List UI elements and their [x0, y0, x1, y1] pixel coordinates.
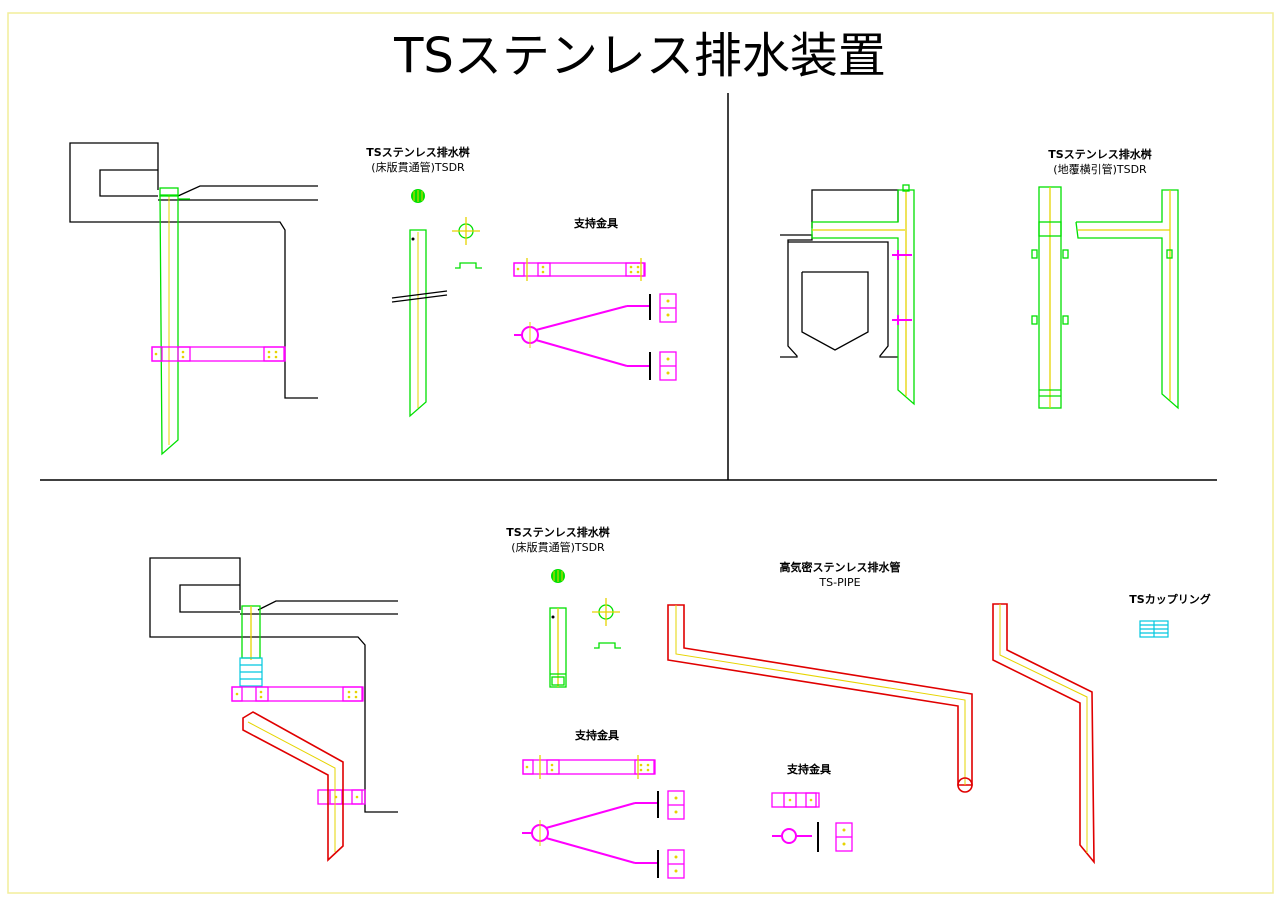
bracket-label-top-left: 支持金具: [573, 216, 618, 230]
section-heading-top-right: TSステンレス排水桝: [1048, 147, 1151, 161]
drain-inlet-bottom: [551, 569, 565, 583]
pipe-heading: 高気密ステンレス排水管: [780, 560, 901, 574]
small-bracket-bolts-bottom: [788, 798, 846, 846]
drain-box-side-top-right: [1075, 189, 1179, 410]
page-title: TSステンレス排水装置: [393, 28, 886, 84]
wall-anchors-top-right: [892, 250, 912, 325]
drain-pipe-top-right: [811, 184, 915, 406]
offset-pipe-bottom: [242, 711, 344, 862]
anchor-plates-bottom: [657, 790, 685, 879]
support-bracket-bottom: [231, 686, 366, 805]
deck-section-top-left: [69, 142, 318, 399]
drain-box-front-top-right: [1031, 186, 1069, 409]
y-bracket-bottom: [522, 802, 658, 864]
drain-pipe-top-left: [159, 187, 190, 456]
drain-inlet-top-left: [411, 189, 425, 203]
section-heading-bottom: TSステンレス排水桝: [506, 525, 609, 539]
anchor-plates-top-left: [649, 293, 677, 381]
bracket-detail-bolts-bottom: [525, 763, 650, 772]
pipe-subheading: TS-PIPE: [818, 576, 860, 589]
bracket-label-bottom-1: 支持金具: [574, 728, 619, 742]
support-bracket-detail-top-left: [513, 258, 646, 281]
pipe-fitting-bottom: [592, 598, 621, 649]
deck-section-bottom: [149, 557, 398, 813]
girder-section-top-right: [780, 189, 899, 358]
pipe-fitting-top-left: [452, 217, 482, 269]
anchor-bolts-bottom: [674, 796, 678, 873]
sheet-border: [7, 12, 1274, 894]
y-bracket-top-left: [514, 305, 650, 367]
support-bracket-detail-bottom: [522, 755, 656, 779]
coupling-bottom: [239, 657, 263, 687]
bracket-bolts-top-left: [154, 350, 278, 359]
ts-pipe-short: [992, 603, 1095, 865]
small-bracket-bottom: [771, 792, 853, 852]
anchor-bolts-top-left: [666, 299, 670, 375]
bracket-label-bottom-2: 支持金具: [786, 762, 831, 776]
section-subheading-top-right: (地覆横引管)TSDR: [1053, 162, 1147, 176]
bracket-detail-bolts-top-left: [516, 265, 640, 274]
drain-pipe-product-bottom: [549, 607, 567, 688]
support-bracket-top-left: [151, 346, 286, 362]
pipe-mark-bottom: [551, 615, 555, 619]
pipe-mark-top-left: [411, 237, 415, 241]
section-subheading-bottom: (床版貫通管)TSDR: [511, 540, 605, 554]
ts-pipe-long: [667, 604, 973, 793]
section-heading-top-left: TSステンレス排水桝: [366, 145, 469, 159]
coupling-label: TSカップリング: [1129, 592, 1210, 606]
coupling-icon: [1139, 620, 1169, 638]
drain-pipe-product-top-left: [409, 229, 427, 418]
slab-line-top-left: [391, 290, 448, 303]
bracket-bolts-bottom: [235, 690, 359, 799]
section-subheading-top-left: (床版貫通管)TSDR: [371, 160, 465, 174]
